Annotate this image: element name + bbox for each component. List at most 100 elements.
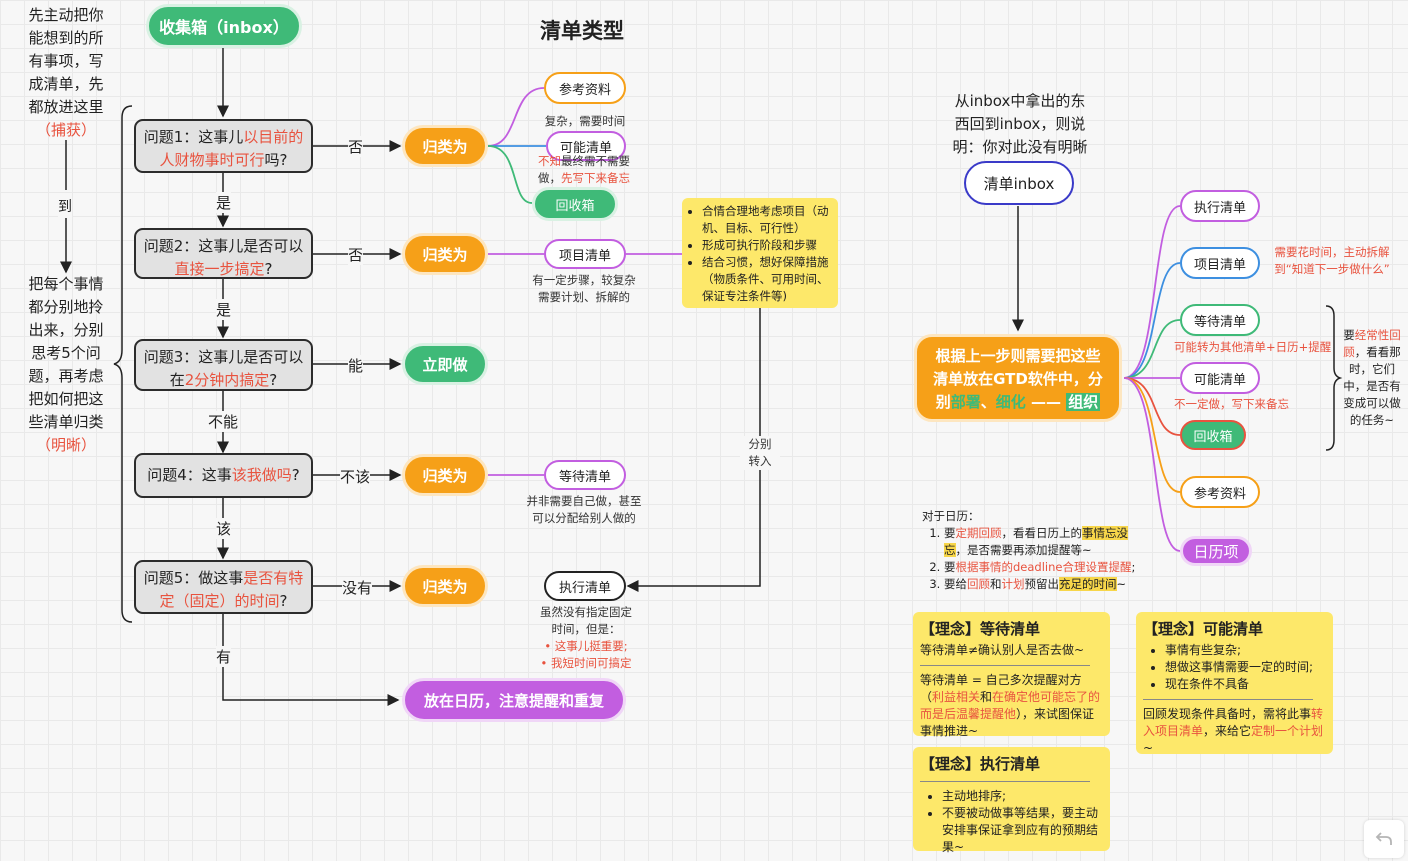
right-calendar-list[interactable]: 日历项 xyxy=(1180,536,1252,566)
undo-button[interactable] xyxy=(1364,820,1404,858)
review-post: ，看看那时，它们中，是否有变成可以做的任务~ xyxy=(1343,345,1401,427)
right-project-list[interactable]: 项目清单 xyxy=(1180,247,1260,279)
action-bullet-text: 我短时间可搞定 xyxy=(550,656,632,670)
calendar-notes-title: 对于日历： xyxy=(922,509,980,523)
question-suffix: ? xyxy=(269,371,278,389)
card-text: 回顾发现条件具备时，需将此事 xyxy=(1143,707,1312,721)
card-line: 等待清单≠确认别人是否去做~ xyxy=(920,643,1085,657)
right-maybe-list[interactable]: 可能清单 xyxy=(1180,362,1260,394)
question-text: 问题5：做这事 xyxy=(143,569,244,587)
classify-node[interactable]: 归类为 xyxy=(402,125,488,167)
card-title: 【理念】可能清单 xyxy=(1143,620,1264,638)
recycle-tag[interactable]: 回收箱 xyxy=(532,187,618,221)
action-tag[interactable]: 执行清单 xyxy=(544,571,626,601)
question-5-node[interactable]: 问题5：做这事是否有特定（固定）的时间? xyxy=(134,560,313,614)
inbox-node[interactable]: 收集箱（inbox） xyxy=(146,4,302,48)
note-highlight: 充足的时间 xyxy=(1059,577,1117,591)
card-text: 等待清单 = 自己多次提醒对方（ xyxy=(920,673,1082,704)
question-suffix: ? xyxy=(264,260,273,278)
calendar-node[interactable]: 放在日历，注意提醒和重复 xyxy=(402,678,626,722)
question-1-node[interactable]: 问题1：这事儿以目前的人财物事时可行吗? xyxy=(134,119,313,173)
waiting-note-line: 并非需要自己做，甚至 xyxy=(526,494,642,508)
clarify-label: （明晰） xyxy=(35,436,96,454)
question-text: 问题2：这事儿是否可以 xyxy=(143,237,304,255)
maybe-note-red2: 先写下来备忘 xyxy=(561,171,630,185)
project-right-line: 到“知道下一步做什么” xyxy=(1274,262,1390,276)
transfer-line: 转入 xyxy=(748,454,772,468)
action-note-line: 时间，但是： xyxy=(551,622,621,636)
right-intro-line: 西回到inbox，则说 xyxy=(954,115,1086,133)
plan-item: 形成可执行阶段和步骤 xyxy=(702,237,832,254)
yes-label: 不能 xyxy=(208,411,239,432)
central-dash: —— xyxy=(1025,393,1067,411)
transfer-line: 分别 xyxy=(748,437,772,451)
question-3-node[interactable]: 问题3：这事儿是否可以在2分钟内搞定? xyxy=(134,339,313,391)
question-2-node[interactable]: 问题2：这事儿是否可以直接一步搞定? xyxy=(134,228,313,279)
right-waiting-list[interactable]: 等待清单 xyxy=(1180,304,1260,336)
right-reference-list[interactable]: 参考资料 xyxy=(1180,476,1260,508)
note-text: 和 xyxy=(990,577,1002,591)
right-intro-text: 从inbox中拿出的东 西回到inbox，则说 明：你对此没有明晰 xyxy=(940,90,1100,159)
card-divider xyxy=(920,665,1090,666)
maybe-note-red: 不知 xyxy=(538,154,561,168)
right-intro-line: 从inbox中拿出的东 xyxy=(954,92,1086,110)
central-line: 根据上一步则需要把这些 xyxy=(935,347,1101,365)
review-red: 经常性回顾 xyxy=(1343,328,1401,359)
classify-node[interactable]: 归类为 xyxy=(402,454,488,496)
maybe-note-pre: 做， xyxy=(538,171,561,185)
plan-item: 结合习惯，想好保障措施（物质条件、可用时间、保证专注条件等) xyxy=(702,254,832,305)
left-capture-note: 先主动把你 能想到的所 有事项，写 成清单，先 都放进这里 （捕获） xyxy=(22,4,110,142)
note-text: ; xyxy=(1131,560,1136,574)
classify-node[interactable]: 归类为 xyxy=(402,565,488,607)
question-highlight: 该我做吗 xyxy=(231,466,292,484)
action-bullet: • 这事儿挺重要; xyxy=(544,639,628,653)
left-bottom-line: 些清单归类 xyxy=(28,413,104,431)
note-red: 定期回顾 xyxy=(955,526,1002,540)
action-note-line: 虽然没有指定固定 xyxy=(540,605,632,619)
project-right-note: 需要花时间，主动拆解 到“知道下一步做什么” xyxy=(1266,244,1398,278)
do-now-node[interactable]: 立即做 xyxy=(402,343,488,385)
question-highlight: 直接一步搞定 xyxy=(174,260,265,278)
organize-word: 组织 xyxy=(1066,393,1101,411)
card-paragraph: 等待清单 = 自己多次提醒对方（利益相关和在确定他可能忘了的而是后温馨提醒他），… xyxy=(920,672,1103,740)
plan-item: 合情合理地考虑项目（动机、目标、可行性） xyxy=(702,203,832,237)
list-inbox-node[interactable]: 清单inbox xyxy=(964,161,1074,205)
note-text: 要 xyxy=(944,560,956,574)
project-tag[interactable]: 项目清单 xyxy=(544,239,626,269)
card-item: 不要被动做事等结果，要主动安排事保证拿到应有的预期结果~ xyxy=(942,805,1103,856)
calendar-note-item: 要定期回顾，看看日历上的事情忘没忘，是否需要再添加提醒等~ xyxy=(944,525,1138,559)
left-top-line: 能想到的所 xyxy=(28,29,104,47)
action-bullet-text: 这事儿挺重要; xyxy=(554,639,628,653)
undo-icon xyxy=(1375,832,1392,845)
maybe-tag[interactable]: 可能清单 xyxy=(546,131,626,161)
question-suffix: ? xyxy=(279,592,288,610)
no-label: 不该 xyxy=(340,466,371,487)
right-intro-line: 明：你对此没有明晰 xyxy=(952,138,1088,156)
note-text: 预留出 xyxy=(1024,577,1060,591)
card-red: 在确定他可能忘了的而是后温馨提醒他 xyxy=(920,690,1101,721)
left-bottom-line: 都分别地拎 xyxy=(28,298,104,316)
card-item: 现在条件不具备 xyxy=(1165,676,1326,693)
project-note-line: 需要计划、拆解的 xyxy=(538,290,630,304)
no-label: 没有 xyxy=(342,577,373,598)
note-red: 计划 xyxy=(1001,577,1025,591)
note-text: ，看看日历上的 xyxy=(1001,526,1083,540)
project-plan-box: 合情合理地考虑项目（动机、目标、可行性） 形成可执行阶段和步骤 结合习惯，想好保… xyxy=(682,198,838,308)
card-divider xyxy=(1143,699,1313,700)
yes-label: 有 xyxy=(216,646,232,667)
project-right-line: 需要花时间，主动拆解 xyxy=(1274,245,1390,259)
maybe-idea-card: 【理念】可能清单 事情有些复杂; 想做这事情需要一定的时间; 现在条件不具备 回… xyxy=(1136,612,1333,757)
transfer-label: 分别 转入 xyxy=(740,436,780,470)
gtd-central-node[interactable]: 根据上一步则需要把这些 清单放在GTD软件中，分 别部署、细化 —— 组织 xyxy=(914,334,1122,422)
question-4-node[interactable]: 问题4：这事该我做吗? xyxy=(134,453,313,498)
waiting-tag[interactable]: 等待清单 xyxy=(544,460,626,490)
right-action-list[interactable]: 执行清单 xyxy=(1180,190,1260,222)
card-text: 和 xyxy=(980,690,993,704)
reference-tag[interactable]: 参考资料 xyxy=(544,72,626,104)
calendar-note-item: 要根据事情的deadline合理设置提醒; xyxy=(944,559,1138,576)
classify-node[interactable]: 归类为 xyxy=(402,233,488,275)
card-paragraph: 回顾发现条件具备时，需将此事转入项目清单，来给它定制一个计划~ xyxy=(1143,706,1326,757)
question-suffix: 吗? xyxy=(264,151,288,169)
left-bottom-line: 思考5个问 xyxy=(31,344,101,362)
right-recycle-list[interactable]: 回收箱 xyxy=(1180,420,1246,450)
